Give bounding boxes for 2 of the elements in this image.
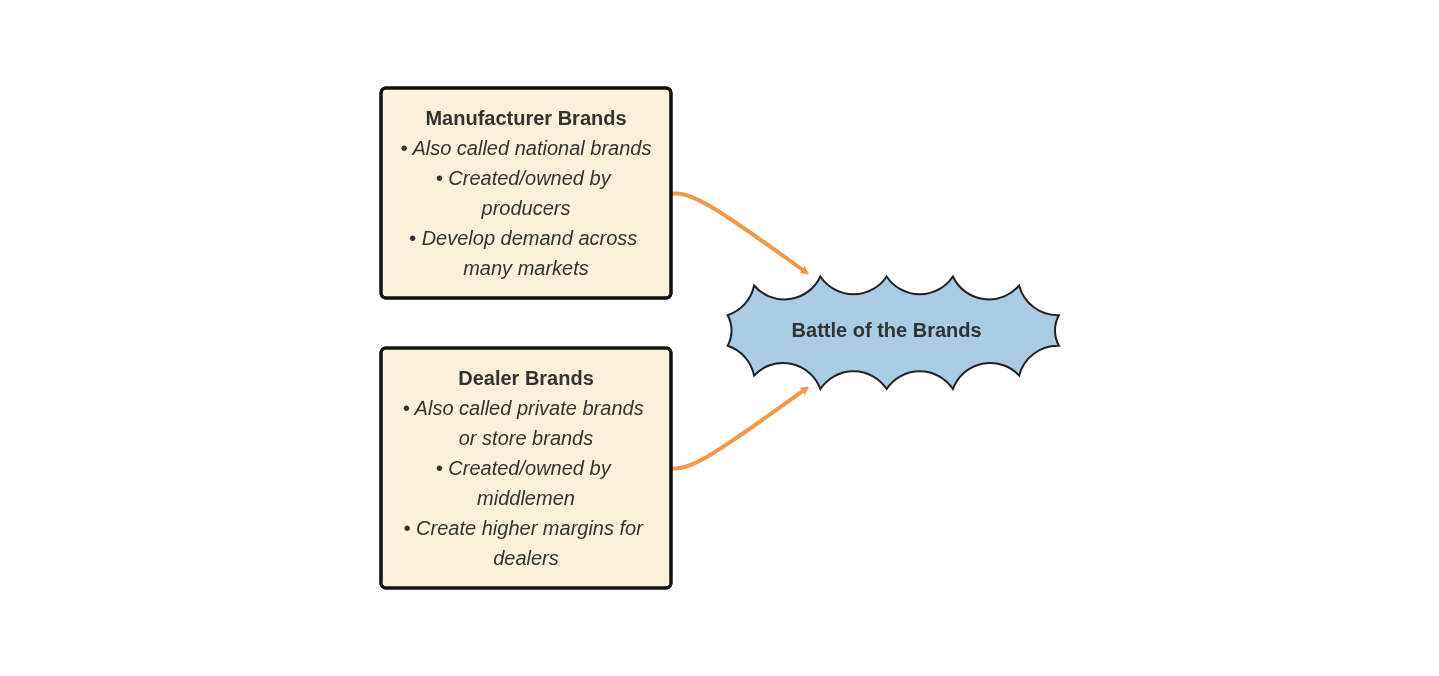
arrow (671, 191, 809, 275)
arrow (671, 386, 809, 471)
